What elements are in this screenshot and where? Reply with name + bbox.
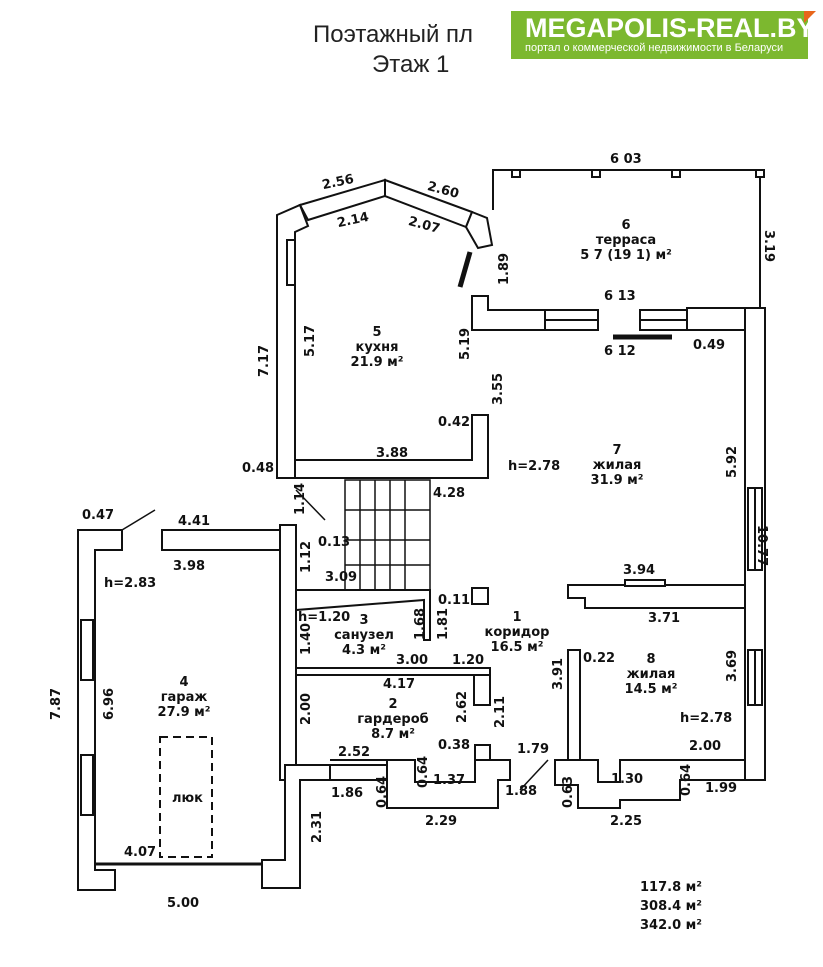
dimension-label: 1.30 — [611, 772, 644, 787]
dimension-label: 6 12 — [604, 344, 636, 359]
logo-corner-icon — [804, 11, 816, 23]
total-area: 308.4 м² — [640, 899, 702, 914]
dimension-label: 3.19 — [761, 230, 776, 263]
east-wall — [744, 307, 766, 781]
dimension-label: 0.49 — [693, 338, 726, 353]
dimension-label: 3.55 — [491, 372, 506, 405]
dimension-label: 1.99 — [705, 781, 738, 796]
dimension-label: 5.92 — [725, 445, 740, 478]
dimension-label: 2.25 — [610, 814, 643, 829]
dimension-label: 1.89 — [497, 252, 512, 285]
dimension-label: 0.47 — [82, 508, 115, 523]
dimension-label: 1.86 — [331, 786, 364, 801]
dimension-label: 0.22 — [583, 651, 616, 666]
dimension-label: 0.64 — [679, 763, 694, 796]
dimension-label: 3.00 — [396, 653, 429, 668]
south-walls — [329, 744, 746, 809]
dimension-label: 1.12 — [299, 540, 314, 573]
dimension-label: 5.00 — [167, 896, 200, 911]
dimension-label: 0.11 — [438, 593, 471, 608]
plan-title: Поэтажный пл — [313, 21, 474, 48]
total-living-area: 117.8 м² — [640, 880, 702, 895]
dimension-label: 2.62 — [455, 690, 470, 723]
dimension-label: 5.19 — [458, 327, 473, 360]
interior-walls — [295, 489, 746, 761]
kitchen-walls — [276, 178, 494, 479]
dimension-label: 3.98 — [173, 559, 206, 574]
dimension-label: 2.52 — [338, 745, 371, 760]
floor-label: Этаж 1 — [372, 51, 450, 78]
total-area-with-extras: 342.0 м² — [640, 918, 702, 933]
dimension-label: 2.31 — [310, 810, 325, 843]
dimension-label: 2.00 — [689, 739, 722, 754]
logo-tagline: портал о коммерческой недвижимости в Бел… — [525, 42, 784, 54]
dimension-label: 0.64 — [375, 775, 390, 808]
dimension-label: 5.17 — [303, 324, 318, 357]
dimension-label: 4.41 — [178, 514, 211, 529]
dimension-label: 3.88 — [376, 446, 409, 461]
dimension-label: 0.42 — [438, 415, 471, 430]
dimension-label: 1.14 — [293, 482, 308, 515]
dimension-label: 10.77 — [754, 525, 769, 567]
dimension-label: 6.96 — [102, 687, 117, 720]
dimension-label: 6 03 — [610, 152, 642, 167]
area-totals: 117.8 м² 308.4 м² 342.0 м² — [640, 878, 702, 935]
height-label: h=1.20 — [298, 610, 351, 625]
dimension-label: 0.38 — [438, 738, 471, 753]
dimension-label: 0.64 — [416, 755, 431, 788]
dimension-label: 4.07 — [124, 845, 157, 860]
staircase — [344, 479, 431, 591]
dimension-label: 1.20 — [452, 653, 485, 668]
dimension-label: 3.71 — [648, 611, 681, 626]
dimension-label: 0.63 — [561, 775, 576, 808]
dimension-label: 1.79 — [517, 742, 550, 757]
height-label: h=2.78 — [508, 459, 561, 474]
dimension-label: 3.69 — [725, 649, 740, 682]
megapolis-logo: MEGAPOLIS-REAL.BY портал о коммерческой … — [511, 11, 816, 59]
garage-walls — [77, 509, 331, 891]
dimension-label: 1.88 — [505, 784, 538, 799]
dimension-label: 1.37 — [433, 773, 466, 788]
dimension-label: 6 13 — [604, 289, 636, 304]
dimension-label: 0.13 — [318, 535, 351, 550]
height-label: h=2.78 — [680, 711, 733, 726]
dimension-label: 1.68 — [413, 607, 428, 640]
dimension-label: 7.17 — [257, 344, 272, 377]
dimension-label: 1.81 — [436, 607, 451, 640]
dimension-label: 2.00 — [299, 692, 314, 725]
dimension-label: 2.11 — [493, 695, 508, 728]
dimension-label: 0.48 — [242, 461, 275, 476]
dimension-label: 3.91 — [551, 657, 566, 690]
height-label: h=2.83 — [104, 576, 157, 591]
dimension-label: 3.94 — [623, 563, 656, 578]
terrace-outline — [492, 169, 765, 308]
logo-name: MEGAPOLIS-REAL.BY — [525, 13, 815, 43]
dimension-label: 7.87 — [49, 687, 64, 720]
hatch-label: люк — [172, 791, 203, 806]
dimension-label: 1.40 — [299, 622, 314, 655]
dimension-label: 4.17 — [383, 677, 416, 692]
dimension-label: 2.29 — [425, 814, 458, 829]
dimension-label: 4.28 — [433, 486, 466, 501]
dimension-label: 3.09 — [325, 570, 358, 585]
